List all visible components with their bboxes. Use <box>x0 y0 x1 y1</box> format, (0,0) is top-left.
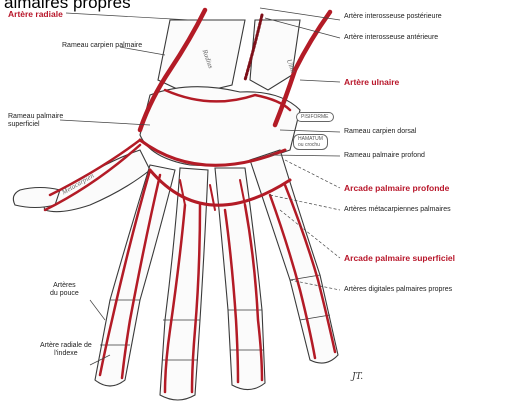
label-interosseuse-anterieure: Artère interosseuse antérieure <box>344 34 438 42</box>
label-rameau-carpien-palmaire: Rameau carpien palmaire <box>62 42 142 50</box>
label-arcade-profonde: Arcade palmaire profonde <box>344 184 449 192</box>
pisiforme-box: PISIFORME <box>296 112 334 122</box>
label-digitales: Artères digitales palmaires propres <box>344 286 452 294</box>
label-artere-ulnaire: Artère ulnaire <box>344 78 399 86</box>
label-rameau-carpien-dorsal: Rameau carpien dorsal <box>344 128 416 136</box>
label-artere-radiale-index: Artère radiale de l'indexe <box>40 342 92 358</box>
label-arcade-superficielle: Arcade palmaire superficiel <box>344 254 455 262</box>
label-metacarpiennes: Artères métacarpiennes palmaires <box>344 206 451 214</box>
label-arteres-du-pouce: Artères du pouce <box>50 282 79 298</box>
label-artere-radiale: Artère radiale <box>8 10 63 18</box>
label-rameau-palmaire-superficiel: Rameau palmaire superficiel <box>8 113 63 129</box>
label-rameau-palmaire-profond: Rameau palmaire profond <box>344 152 425 160</box>
artist-signature: JT. <box>352 372 363 382</box>
radius-bone <box>158 20 245 95</box>
label-interosseuse-posterieure: Artère interosseuse postérieure <box>344 13 442 21</box>
hamatum-box: HAMATUM ou crochu <box>293 134 328 150</box>
